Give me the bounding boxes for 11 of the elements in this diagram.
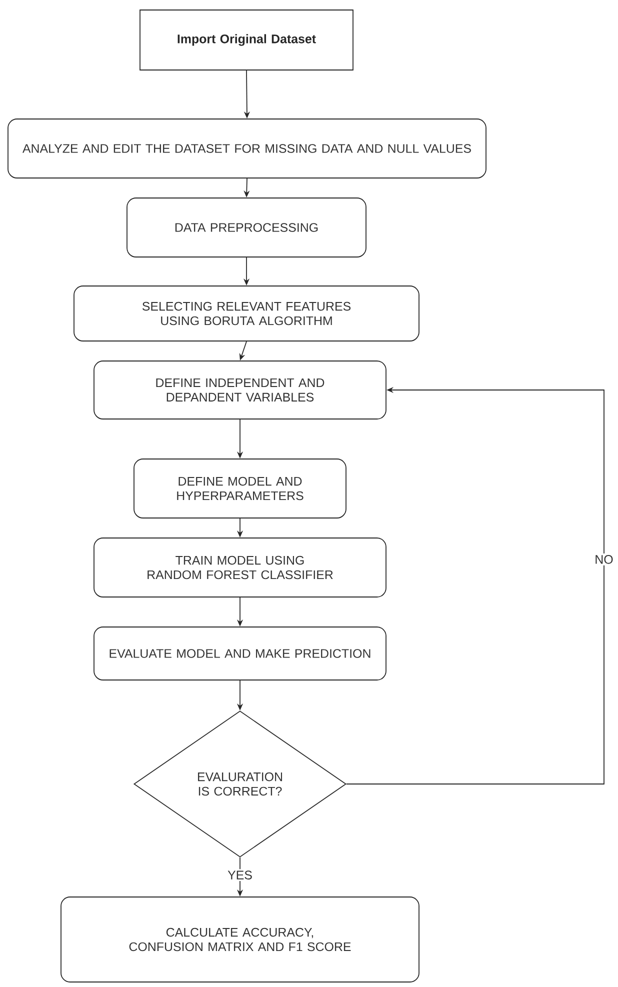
process-box: TRAIN MODEL USING RANDOM FOREST CLASSIFIER [94, 538, 386, 598]
process-box: DEFINE INDEPENDENT AND DEPANDENT VARIABLES [94, 360, 386, 420]
edge-label: NO [593, 554, 615, 566]
process-box: Import Original Dataset [140, 10, 354, 70]
process-box: EVALUATE MODEL AND MAKE PREDICTION [94, 626, 386, 680]
process-box: SELECTING RELEVANT FEATURES USING BORUTA ALGORITHM [74, 286, 420, 342]
process-box: DEFINE MODEL AND HYPERPARAMETERS [134, 458, 346, 518]
process-box: ANALYZE AND EDIT THE DATASET FOR MISSING DATA AND NULL VALUES [8, 118, 486, 178]
edge-label: YES [226, 869, 254, 881]
process-box: DATA PREPROCESSING [126, 198, 366, 258]
process-box: CALCULATE ACCURACY, CONFUSION MATRIX AND F1 SCORE [60, 896, 420, 982]
